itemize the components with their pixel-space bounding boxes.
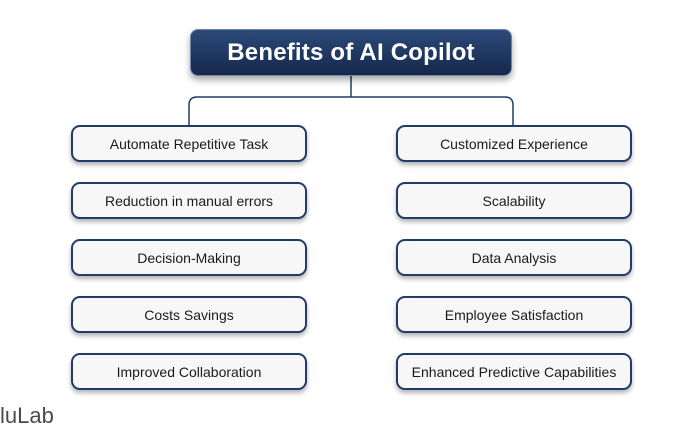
right-benefits-column: Customized Experience Scalability Data A… — [396, 125, 632, 390]
left-benefits-column: Automate Repetitive Task Reduction in ma… — [71, 125, 307, 390]
benefit-scalability: Scalability — [396, 182, 632, 219]
diagram-title: Benefits of AI Copilot — [190, 29, 512, 76]
benefit-costs-savings: Costs Savings — [71, 296, 307, 333]
benefit-data-analysis: Data Analysis — [396, 239, 632, 276]
benefit-automate-repetitive-task: Automate Repetitive Task — [71, 125, 307, 162]
benefit-customized-experience: Customized Experience — [396, 125, 632, 162]
benefit-decision-making: Decision-Making — [71, 239, 307, 276]
benefit-reduction-manual-errors: Reduction in manual errors — [71, 182, 307, 219]
benefit-improved-collaboration: Improved Collaboration — [71, 353, 307, 390]
branch-line — [188, 96, 514, 125]
benefit-enhanced-predictive-capabilities: Enhanced Predictive Capabilities — [396, 353, 632, 390]
benefit-employee-satisfaction: Employee Satisfaction — [396, 296, 632, 333]
watermark-text: luLab — [0, 403, 54, 428]
